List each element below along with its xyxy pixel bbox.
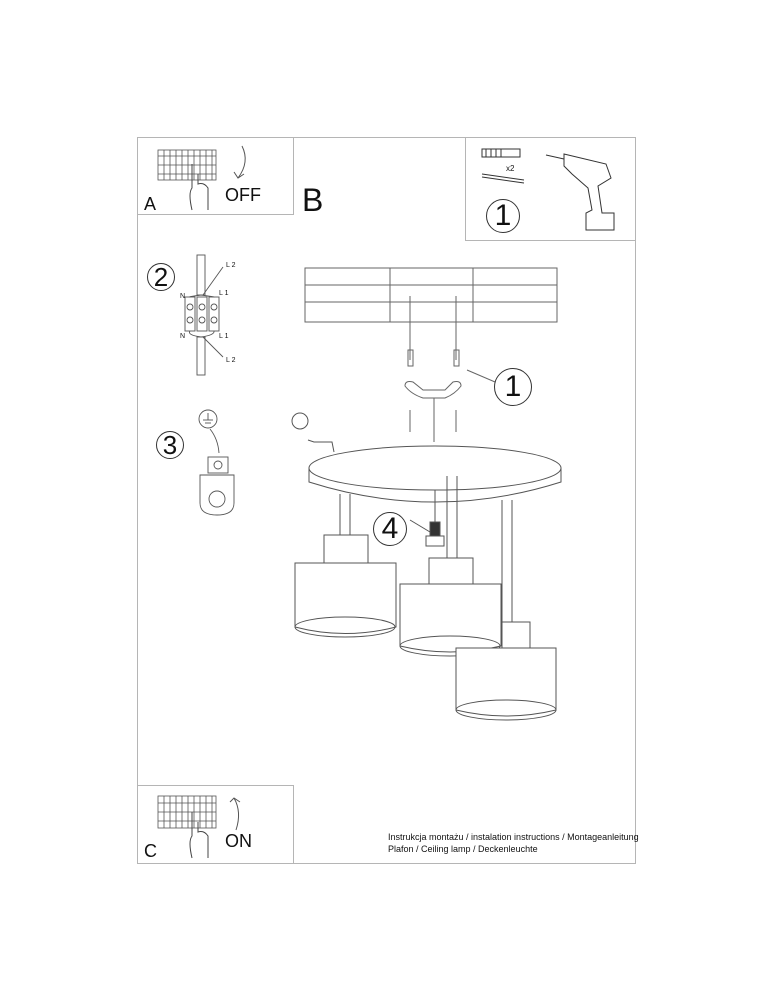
ground-symbol-icon bbox=[291, 412, 309, 430]
lamp-body-diagram bbox=[291, 412, 562, 721]
hand-icon bbox=[189, 164, 209, 211]
step-a-letter: A bbox=[144, 194, 157, 214]
wire-label-l2-top: L 2 bbox=[226, 262, 236, 269]
step-b-letter: B bbox=[302, 182, 324, 218]
terminal-block-diagram bbox=[184, 254, 224, 376]
on-label: ON bbox=[225, 831, 252, 851]
callout-3-ground: 3 bbox=[156, 431, 184, 459]
callout-2-wiring: 2 bbox=[147, 263, 175, 291]
wire-label-l1-lower: L 1 bbox=[219, 333, 229, 340]
panel-tools: x2 1 bbox=[465, 137, 636, 241]
step-c-letter: C bbox=[144, 841, 157, 861]
wall-plug-icon bbox=[481, 148, 525, 184]
off-label: OFF bbox=[225, 185, 261, 205]
instruction-sheet-frame bbox=[137, 137, 636, 864]
wire-label-n-upper: N bbox=[180, 293, 186, 300]
footer-caption: Instrukcja montażu / instalation instruc… bbox=[388, 831, 639, 855]
panel-c-power-on: ON C bbox=[137, 785, 294, 864]
footer-line-product: Plafon / Ceiling lamp / Deckenleuchte bbox=[388, 844, 538, 854]
ceiling-mount-diagram bbox=[304, 267, 558, 442]
wire-label-l1-upper: L 1 bbox=[219, 290, 229, 297]
ground-terminal-diagram bbox=[198, 409, 235, 516]
arrow-up-icon bbox=[229, 797, 241, 831]
breaker-panel-icon bbox=[157, 145, 246, 211]
ground-symbol-icon bbox=[198, 409, 218, 429]
hand-icon bbox=[189, 812, 209, 859]
callout-4-bulb: 4 bbox=[373, 512, 407, 546]
footer-line-instructions: Instrukcja montażu / instalation instruc… bbox=[388, 832, 639, 842]
wire-label-l2-bottom: L 2 bbox=[226, 357, 236, 364]
callout-1-tools: 1 bbox=[486, 199, 520, 233]
arrow-down-icon bbox=[233, 145, 246, 179]
wire-label-n-lower: N bbox=[180, 333, 186, 340]
breaker-panel-icon bbox=[157, 795, 241, 859]
drill-icon bbox=[545, 153, 615, 231]
callout-1-bracket: 1 bbox=[494, 368, 532, 406]
panel-a-power-off: OFF A bbox=[137, 137, 294, 215]
quantity-label: x2 bbox=[506, 164, 515, 173]
